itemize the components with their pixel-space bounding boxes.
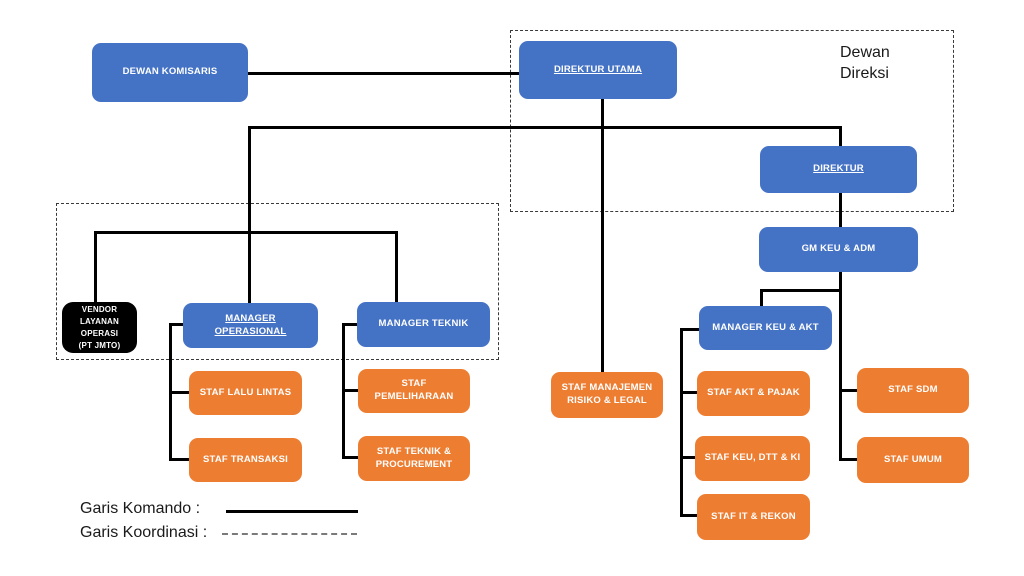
node-label: STAF AKT & PAJAK bbox=[707, 387, 800, 399]
connector-managerkeu-down bbox=[680, 328, 683, 517]
node-label: STAF IT & REKON bbox=[711, 510, 796, 522]
node-direktur: DIREKTUR bbox=[760, 146, 917, 193]
node-staf-it-rekon: STAF IT & REKON bbox=[697, 494, 810, 540]
connector-stub-teknik-procurement bbox=[342, 456, 358, 459]
connector-gm-managerkeu-h bbox=[760, 289, 842, 292]
node-label: DEWAN KOMISARIS bbox=[122, 66, 218, 78]
operations-group-box bbox=[56, 203, 499, 360]
connector-direktur-gm bbox=[839, 193, 842, 227]
connector-left-horizontal bbox=[94, 231, 397, 234]
node-label: STAF LALU LINTAS bbox=[199, 386, 292, 398]
connector-stub-it-rekon bbox=[680, 514, 697, 517]
node-label: VENDOR LAYANAN OPERASI (PT JMTO) bbox=[78, 304, 121, 350]
node-staf-akt-pajak: STAF AKT & PAJAK bbox=[697, 371, 810, 416]
node-dewan-komisaris: DEWAN KOMISARIS bbox=[92, 43, 248, 102]
node-label: GM KEU & ADM bbox=[801, 243, 876, 255]
connector-gm-down bbox=[839, 271, 842, 461]
node-staf-transaksi: STAF TRANSAKSI bbox=[189, 438, 302, 482]
node-label: DIREKTUR UTAMA bbox=[553, 63, 643, 75]
node-label: STAF PEMELIHARAAN bbox=[374, 378, 454, 402]
connector-stub-staf-sdm bbox=[839, 389, 857, 392]
node-manager-teknik: MANAGER TEKNIK bbox=[357, 302, 490, 347]
node-label: DIREKTUR bbox=[813, 163, 864, 175]
connector-stub-staf-umum bbox=[839, 458, 857, 461]
node-vendor-layanan-operasi: VENDOR LAYANAN OPERASI (PT JMTO) bbox=[62, 302, 137, 353]
node-staf-manajemen-risiko-legal: STAF MANAJEMEN RISIKO & LEGAL bbox=[551, 372, 663, 418]
node-label: STAF KEU, DTT & KI bbox=[704, 452, 801, 464]
connector-managerkeu-elbow bbox=[680, 328, 699, 331]
legend-koordinasi-label: Garis Koordinasi : bbox=[80, 524, 208, 541]
connector-stub-akt-pajak bbox=[680, 391, 697, 394]
connector-stub-keu-dtt-ki bbox=[680, 456, 697, 459]
node-label: MANAGER KEU & AKT bbox=[712, 321, 819, 333]
node-direktur-utama: DIREKTUR UTAMA bbox=[519, 41, 677, 99]
connector-stub-transaksi bbox=[169, 458, 189, 461]
node-label: MANAGER OPERASIONAL bbox=[214, 312, 287, 337]
node-staf-keu-dtt-ki: STAF KEU, DTT & KI bbox=[695, 436, 810, 481]
legend-komando-label: Garis Komando : bbox=[80, 500, 201, 517]
node-label: MANAGER TEKNIK bbox=[378, 318, 469, 330]
connector-managerteknik-elbow bbox=[342, 323, 357, 326]
connector-to-direktur bbox=[839, 126, 842, 146]
legend-komando-line bbox=[226, 510, 358, 513]
node-staf-lalu-lintas: STAF LALU LINTAS bbox=[189, 371, 302, 415]
node-label: STAF UMUM bbox=[883, 453, 943, 465]
connector-direkturutama-down bbox=[601, 99, 604, 372]
node-manager-keu-akt: MANAGER KEU & AKT bbox=[699, 306, 832, 350]
node-label: STAF MANAJEMEN RISIKO & LEGAL bbox=[561, 382, 653, 406]
dewan-direksi-group-box bbox=[510, 30, 954, 212]
connector-managerops-elbow bbox=[169, 323, 183, 326]
node-label: STAF SDM bbox=[888, 384, 938, 396]
connector-gm-managerkeu-v bbox=[760, 289, 763, 306]
node-staf-sdm: STAF SDM bbox=[857, 368, 969, 413]
node-manager-operasional: MANAGER OPERASIONAL bbox=[183, 303, 318, 348]
node-gm-keu-adm: GM KEU & ADM bbox=[759, 227, 918, 272]
connector-main-horizontal bbox=[248, 126, 842, 129]
node-staf-umum: STAF UMUM bbox=[857, 437, 969, 483]
connector-to-vendor bbox=[94, 231, 97, 302]
node-label: STAF TRANSAKSI bbox=[203, 453, 288, 465]
connector-to-manager-operasional bbox=[248, 231, 251, 303]
connector-stub-lalu-lintas bbox=[169, 391, 189, 394]
connector-to-manager-teknik bbox=[395, 231, 398, 302]
connector-left-branch-down bbox=[248, 126, 251, 234]
connector-stub-pemeliharaan bbox=[342, 389, 358, 392]
legend-koordinasi-line bbox=[222, 533, 357, 535]
node-staf-pemeliharaan: STAF PEMELIHARAAN bbox=[358, 369, 470, 413]
node-label: STAF TEKNIK & PROCUREMENT bbox=[375, 445, 453, 470]
node-staf-teknik-procurement: STAF TEKNIK & PROCUREMENT bbox=[358, 436, 470, 481]
connector-komisaris-direkturutama bbox=[248, 72, 519, 75]
dewan-direksi-annotation: Dewan Direksi bbox=[840, 44, 890, 82]
